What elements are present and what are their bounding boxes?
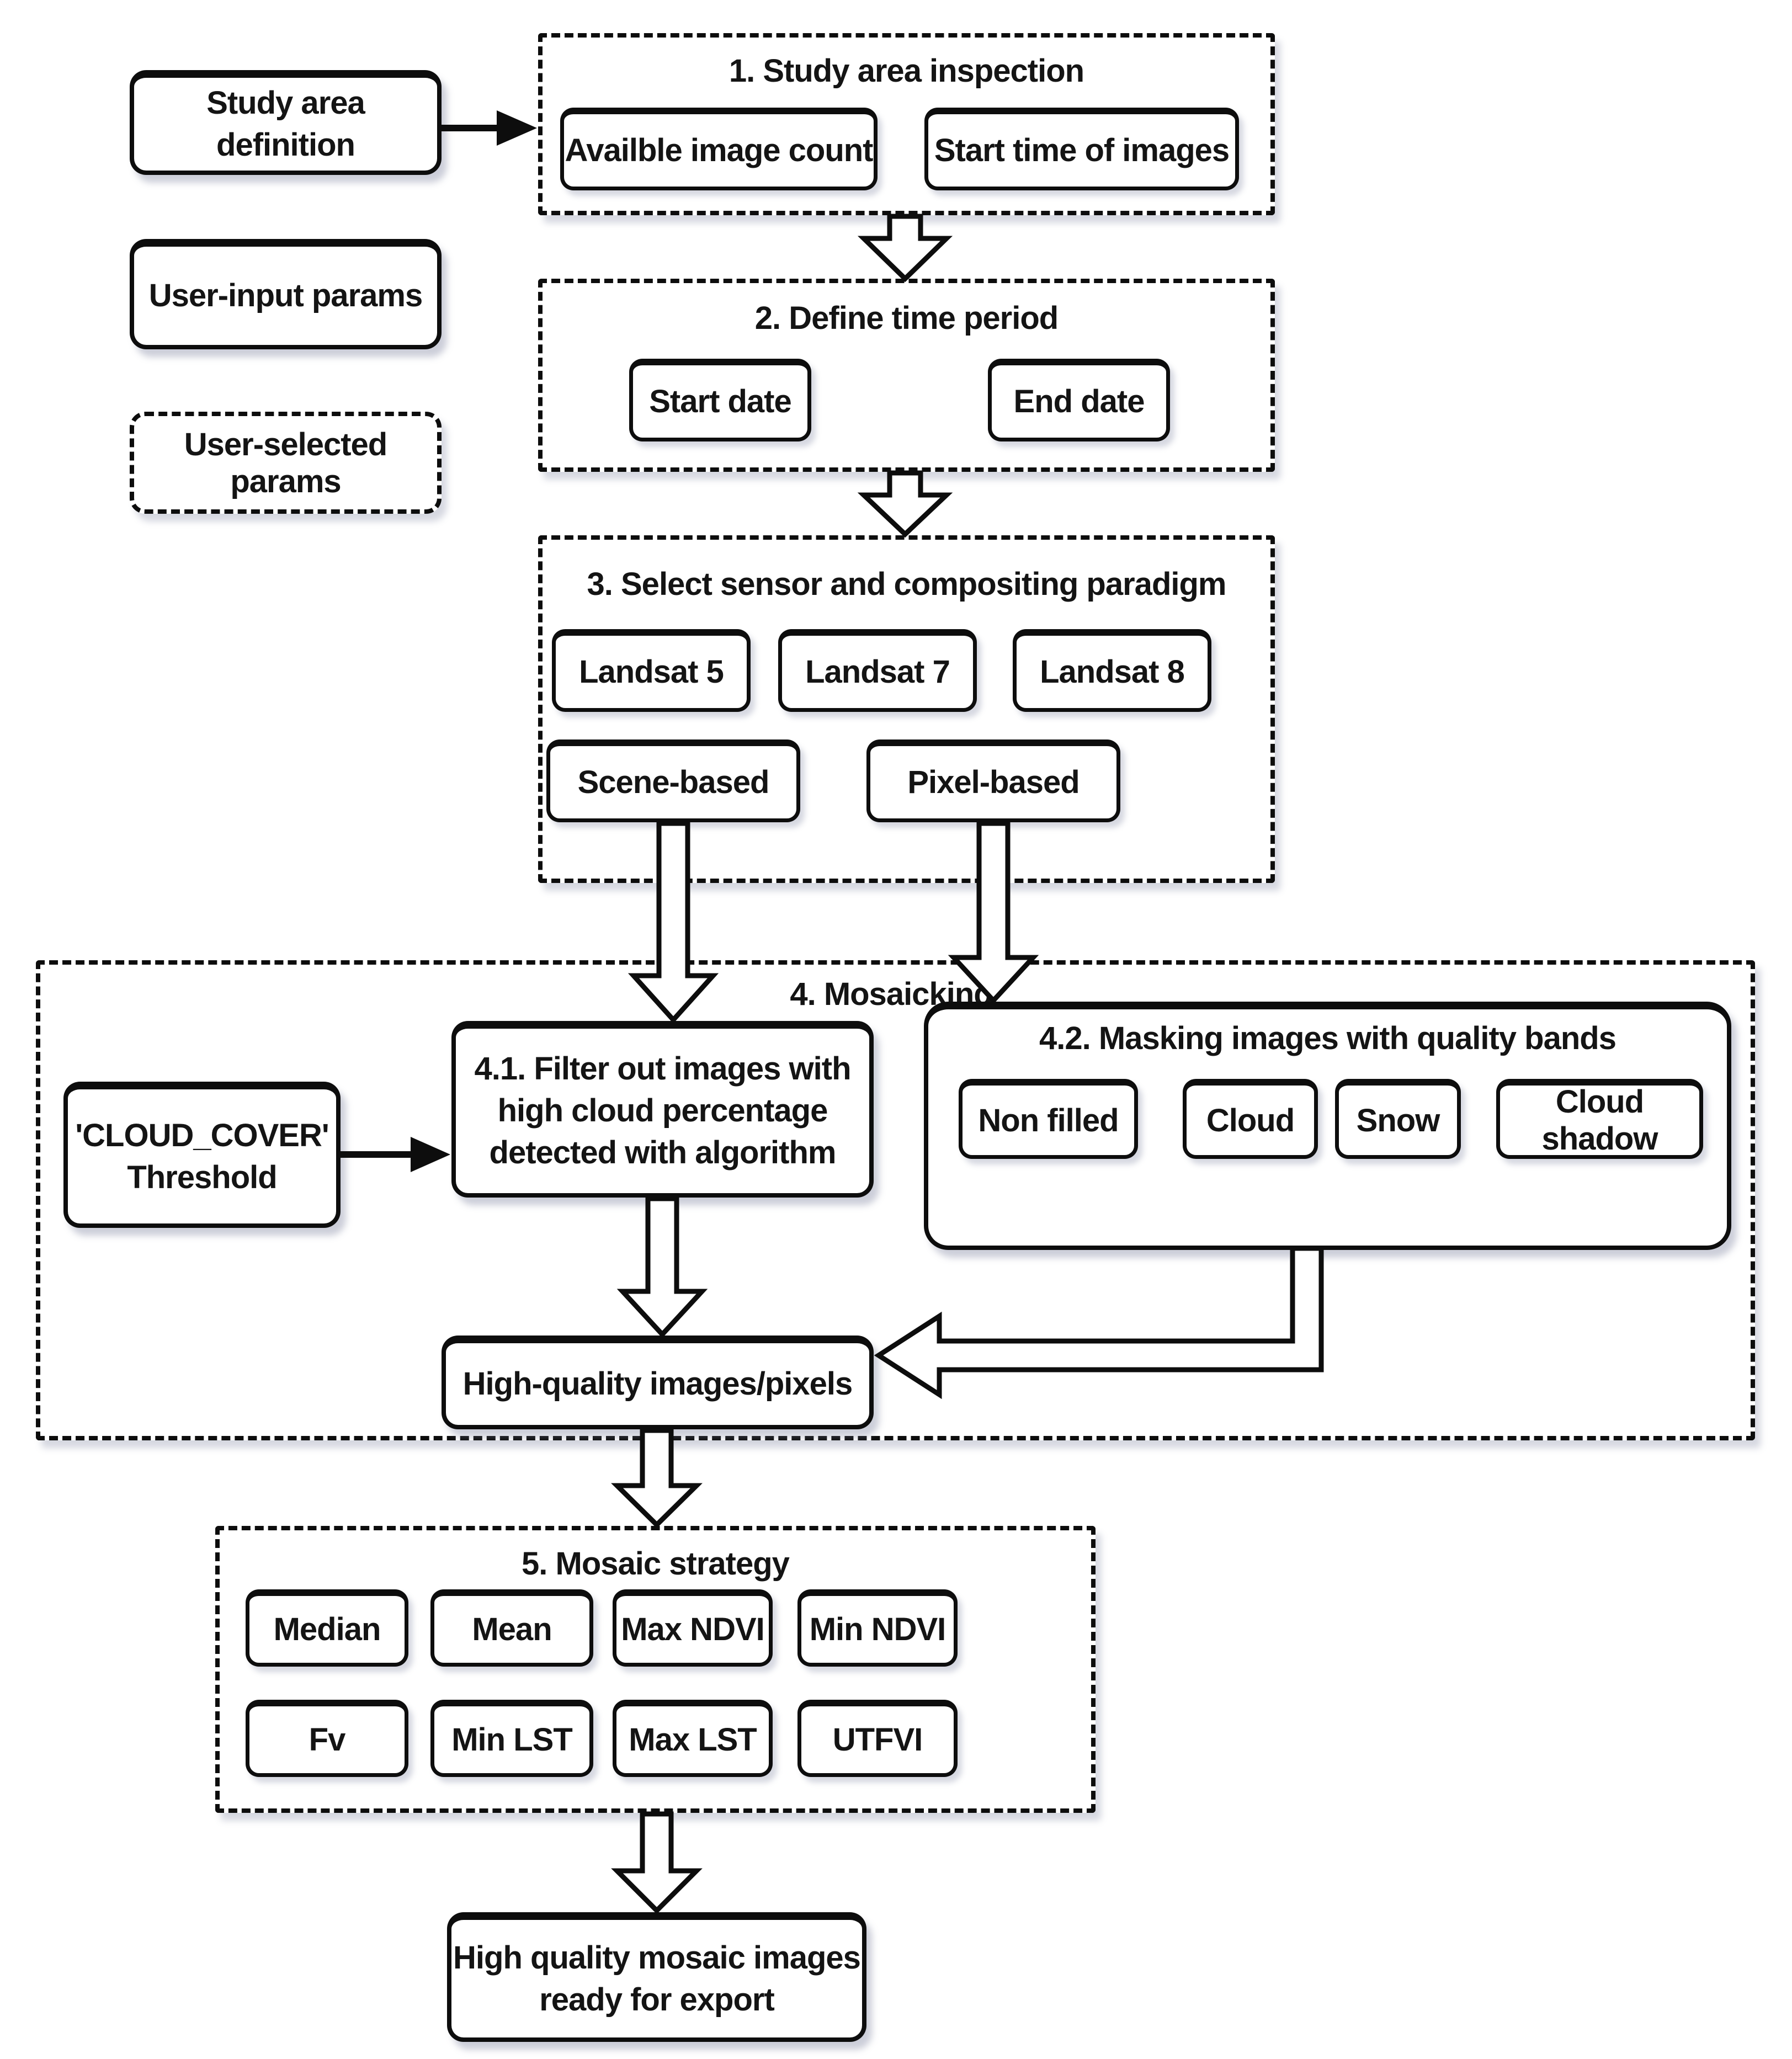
min-lst-label: Min LST	[451, 1722, 573, 1758]
cloud-cover-threshold: 'CLOUD_COVER' Threshold	[63, 1082, 341, 1228]
strategy-utfvi: UTFVI	[797, 1700, 958, 1777]
non-filled-label: Non filled	[978, 1102, 1119, 1138]
band-cloud-shadow: Cloud shadow	[1496, 1079, 1703, 1159]
cloud-cover-line2: Threshold	[127, 1159, 277, 1195]
step3-sensor-landsat8: Landsat 8	[1013, 629, 1211, 712]
step2-start-date: Start date	[629, 359, 811, 441]
step1-available-image-count: Availble image count	[560, 108, 878, 190]
arrow-step5-to-output	[611, 1811, 703, 1914]
band-non-filled: Non filled	[959, 1079, 1138, 1159]
cloud-shadow-label: Cloud shadow	[1541, 1084, 1658, 1157]
scene-based-label: Scene-based	[577, 764, 770, 800]
legend-user-selected-params: User-selected params	[130, 412, 442, 514]
strategy-fv: Fv	[246, 1700, 408, 1777]
max-ndvi-label: Max NDVI	[621, 1611, 765, 1647]
arrow-step1-to-step2	[857, 214, 953, 283]
legend-user-input-params-label: User-input params	[148, 278, 423, 313]
end-date-label: End date	[1013, 384, 1145, 419]
filter-line2: high cloud percentage	[497, 1093, 828, 1129]
step4-1-filter-box: 4.1. Filter out images with high cloud p…	[451, 1021, 874, 1198]
strategy-max-ndvi: Max NDVI	[613, 1589, 773, 1667]
landsat5-label: Landsat 5	[579, 654, 724, 690]
step3-paradigm-pixel-based: Pixel-based	[866, 739, 1120, 822]
median-label: Median	[273, 1611, 381, 1647]
step3-paradigm-scene-based: Scene-based	[546, 739, 800, 822]
arrow-high-quality-to-step5	[611, 1428, 703, 1529]
high-quality-label: High-quality images/pixels	[462, 1366, 853, 1402]
max-lst-label: Max LST	[629, 1722, 757, 1758]
landsat8-label: Landsat 8	[1040, 654, 1185, 690]
strategy-min-lst: Min LST	[430, 1700, 593, 1777]
step3-sensor-landsat7: Landsat 7	[778, 629, 977, 712]
step3-title: 3. Select sensor and compositing paradig…	[587, 566, 1227, 602]
available-image-count-label: Availble image count	[565, 132, 874, 168]
min-ndvi-label: Min NDVI	[809, 1611, 946, 1647]
fv-label: Fv	[309, 1722, 346, 1758]
strategy-max-lst: Max LST	[613, 1700, 773, 1777]
strategy-mean: Mean	[430, 1589, 593, 1667]
strategy-min-ndvi: Min NDVI	[797, 1589, 958, 1667]
step1-zone	[538, 33, 1275, 215]
legend-user-input-params: User-input params	[130, 239, 442, 349]
strategy-median: Median	[246, 1589, 408, 1667]
start-time-of-images-label: Start time of images	[934, 132, 1230, 168]
step2-title: 2. Define time period	[754, 300, 1059, 336]
filter-line3: detected with algorithm	[489, 1135, 837, 1171]
start-date-label: Start date	[649, 384, 792, 419]
utfvi-label: UTFVI	[832, 1722, 923, 1758]
step4-zone	[36, 960, 1755, 1440]
cloud-cover-line1: 'CLOUD_COVER'	[75, 1117, 329, 1153]
step3-sensor-landsat5: Landsat 5	[552, 629, 751, 712]
arrow-study-to-step1	[442, 110, 537, 146]
arrow-step2-to-step3	[857, 470, 953, 538]
high-quality-images-box: High-quality images/pixels	[442, 1336, 874, 1429]
output-line1: High quality mosaic images	[453, 1939, 861, 1976]
snow-label: Snow	[1356, 1102, 1440, 1138]
band-snow: Snow	[1335, 1079, 1461, 1159]
step4-2-title: 4.2. Masking images with quality bands	[1039, 1020, 1616, 1056]
step2-end-date: End date	[988, 359, 1170, 441]
legend-study-area-definition: Study area definition	[130, 70, 442, 175]
step1-start-time-of-images: Start time of images	[924, 108, 1239, 190]
mean-label: Mean	[472, 1611, 552, 1647]
filter-line1: 4.1. Filter out images with	[474, 1051, 851, 1087]
band-cloud: Cloud	[1183, 1079, 1318, 1159]
output-line2: ready for export	[539, 1981, 775, 2018]
cloud-label: Cloud	[1206, 1102, 1295, 1138]
landsat7-label: Landsat 7	[805, 654, 950, 690]
legend-study-area-definition-label: Study area definition	[206, 85, 365, 163]
output-box: High quality mosaic images ready for exp…	[447, 1912, 866, 2042]
legend-user-selected-params-label: User-selected params	[184, 426, 387, 499]
step1-title: 1. Study area inspection	[729, 53, 1084, 89]
step5-title: 5. Mosaic strategy	[522, 1546, 790, 1582]
pixel-based-label: Pixel-based	[907, 764, 1080, 800]
